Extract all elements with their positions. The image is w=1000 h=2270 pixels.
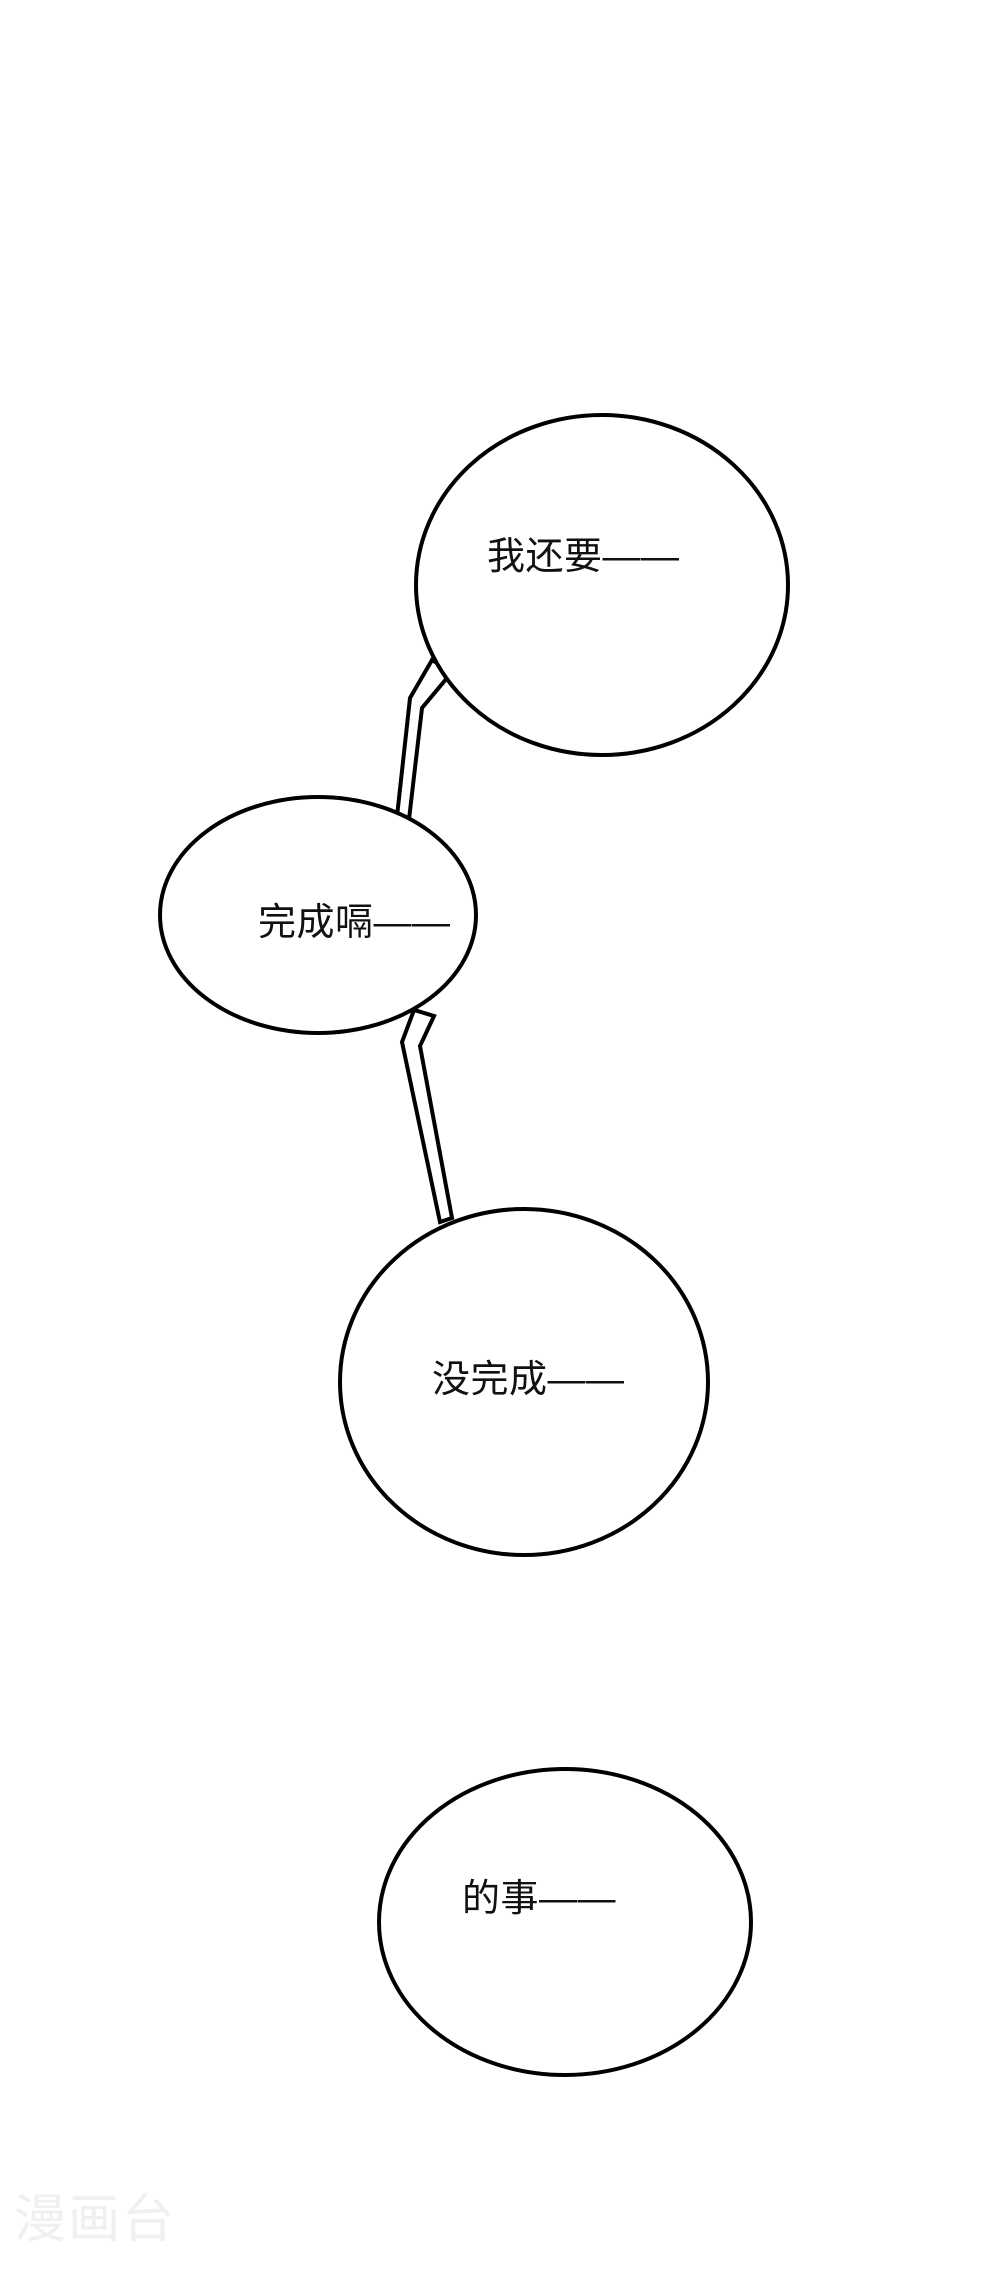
speech-bubble-3 [338,1207,710,1557]
speech-bubble-4 [377,1767,753,2077]
speech-bubble-3-text: 没完成—— [432,1359,625,1401]
speech-bubble-1 [414,413,790,757]
speech-bubble-2 [158,795,478,1035]
tail-bubble2-to-bubble3 [399,1007,455,1225]
site-watermark: 漫画台 [14,2191,177,2249]
speech-bubble-4-text: 的事—— [462,1878,617,1920]
speech-bubble-2-text: 完成嗝—— [258,902,451,944]
speech-bubble-1-text: 我还要—— [487,536,680,578]
